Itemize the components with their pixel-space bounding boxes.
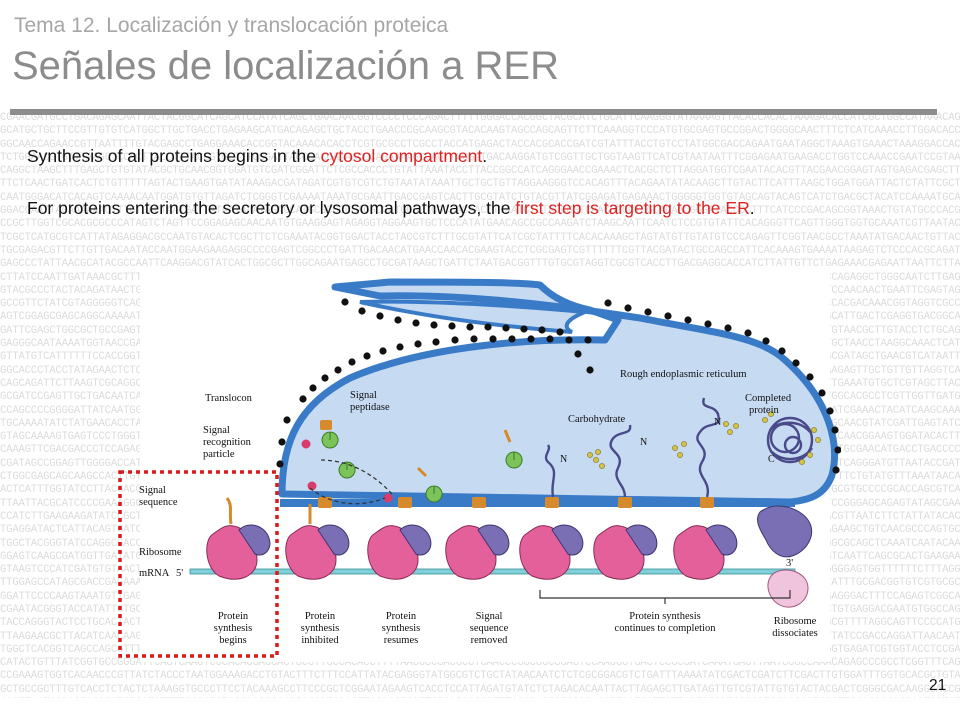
dna-row: GCATGCTGCTTCCGTTGTGTCATGGCTTGCTGACCTGAGA… <box>0 125 960 138</box>
dna-row: AGGTTAATAGGACTCGGCGTGTCATATTTTGAGATGTACG… <box>0 697 960 698</box>
label-n-terminus: N <box>714 417 721 428</box>
stage4-line3: removed <box>471 635 508 646</box>
paragraph-text: For proteins entering the secretory or l… <box>27 198 516 218</box>
label-translocon: Translocon <box>205 393 253 404</box>
label-srp-1: Signal <box>203 425 230 436</box>
stage6-line2: dissociates <box>772 628 818 639</box>
dna-row: TTCTCAACTGATCACTCTGTTTTTAGTACTGAAGTGATAT… <box>0 178 960 191</box>
er-translocation-figure: Rough endoplasmic reticulum Translocon S… <box>118 272 841 662</box>
label-ribosome: Ribosome <box>139 547 182 558</box>
title-divider <box>10 109 937 115</box>
label-n-terminus: N <box>640 437 647 448</box>
label-srp-2: recognition <box>203 437 252 448</box>
cleaved-signal <box>416 466 428 478</box>
paragraph-text: . <box>749 198 755 218</box>
dna-row: TCGCTCATGCGTCATTATAGAGGACGCCAATGTACACTCG… <box>0 231 960 244</box>
slide-title: Señales de localización a RER <box>12 44 559 88</box>
stage5-line1: Protein synthesis <box>629 611 700 622</box>
label-mrna: mRNA <box>139 568 170 579</box>
stage4-line2: sequence <box>470 623 509 634</box>
highlight-text: cytosol compartment <box>320 146 483 166</box>
page-number: 21 <box>929 677 947 694</box>
paragraph-er-targeting: For proteins entering the secretory or l… <box>27 197 945 220</box>
dna-row: GAGCCCTATTAACGCATACGCCAATTCAAGGACGTATCAC… <box>0 258 960 271</box>
stage4-line1: Signal <box>476 611 503 622</box>
srp-particles <box>301 439 393 503</box>
stage2-line3: inhibited <box>301 635 339 646</box>
srp-return-arrow <box>319 459 393 495</box>
dna-row: TGCGAGACGTTCTTGTTGACAATACCAATGGAAGAAGAGG… <box>0 244 960 257</box>
label-signal-peptidase-1: Signal <box>350 390 377 401</box>
stage1-line3: begins <box>219 635 246 646</box>
stage6-line1: Ribosome <box>774 616 817 627</box>
label-signal-sequence-2: sequence <box>139 497 178 508</box>
ribosome-series <box>206 497 813 608</box>
highlight-box <box>118 470 279 658</box>
stage1-line1: Protein <box>218 611 249 622</box>
label-completed-1: Completed <box>745 393 792 404</box>
label-carbohydrate: Carbohydrate <box>568 414 625 425</box>
ribosome-6 <box>593 524 658 580</box>
paragraph-cytosol: Synthesis of all proteins begins in the … <box>27 145 927 168</box>
dissociated-small-subunit <box>757 505 813 558</box>
er-inner-fold <box>359 299 586 334</box>
label-signal-peptidase-2: peptidase <box>350 402 390 413</box>
stage5-line2: continues to completion <box>615 623 717 634</box>
srp-recycle-arrow <box>309 487 386 505</box>
carbohydrate-chains <box>587 411 821 469</box>
ribosome-7 <box>673 524 738 580</box>
label-n-terminus: N <box>560 454 567 465</box>
stage3-line1: Protein <box>386 611 417 622</box>
slide-subtitle: Tema 12. Localización y translocación pr… <box>14 14 449 37</box>
dna-row: CCGAAAGTGGTCACAACCCGTTATCTACCCTAATGGAAAG… <box>0 670 960 683</box>
membrane-bound-ribosome-dots <box>276 298 841 474</box>
stage2-line1: Protein <box>305 611 336 622</box>
label-c-terminus: C <box>768 454 775 465</box>
label-rer: Rough endoplasmic reticulum <box>620 369 747 380</box>
label-5prime: 5' <box>176 568 183 579</box>
dna-row: GCTGCCGCTTTGTCACCTCTACTCTAAAGGTGCCCTTCCT… <box>0 683 960 696</box>
ribosome-2 <box>285 504 350 580</box>
highlight-text: first step is targeting to the ER <box>515 198 750 218</box>
stage2-line2: synthesis <box>301 623 340 634</box>
paragraph-text: Synthesis of all proteins begins in the <box>27 146 321 166</box>
translocon-channels <box>318 420 714 508</box>
dna-row: CAGGCTAAGCTTTGAGCTGTGTATACGCTGCAACGGTGGA… <box>0 165 960 178</box>
stage3-line3: resumes <box>384 635 418 646</box>
label-3prime: 3' <box>786 558 793 569</box>
label-signal-sequence-1: Signal <box>139 485 166 496</box>
dna-row: CAATGGGACATCACAGTCAAAACAATGGATGTGTTAGATC… <box>0 191 960 204</box>
label-completed-2: protein <box>749 405 779 416</box>
cleaved-signal-fragment <box>503 429 512 443</box>
label-srp-3: particle <box>203 449 235 460</box>
stage3-line2: synthesis <box>382 623 421 634</box>
paragraph-text: . <box>482 146 488 166</box>
ribosome-3 <box>367 524 432 580</box>
dna-row: GGACGAATTAGAAAAAACTTTGTGACTAATGATTATAATA… <box>0 205 960 218</box>
stage1-line2: synthesis <box>214 623 253 634</box>
dna-row: CCGCTTGGTCGCACGCGCCCATAGTCTAGTTCCGGAGAGC… <box>0 218 960 231</box>
ribosome-1 <box>206 497 271 580</box>
ribosome-4 <box>445 524 510 580</box>
dna-row: GGCAACCAGAACCGTTAATTTTGTACGAGCCTGAGGAAAC… <box>0 138 960 151</box>
er-lumen <box>278 278 838 506</box>
ribosome-5 <box>519 524 584 580</box>
nascent-polypeptides <box>544 397 814 498</box>
dna-row: TCTGGAACGTGTTTAAGCTCCACTTACCTTTACGGTGCTT… <box>0 151 960 164</box>
dna-row: CGAACGATGCCTGACAGAGCAATTACTACGGCATCAGCAT… <box>0 112 960 124</box>
